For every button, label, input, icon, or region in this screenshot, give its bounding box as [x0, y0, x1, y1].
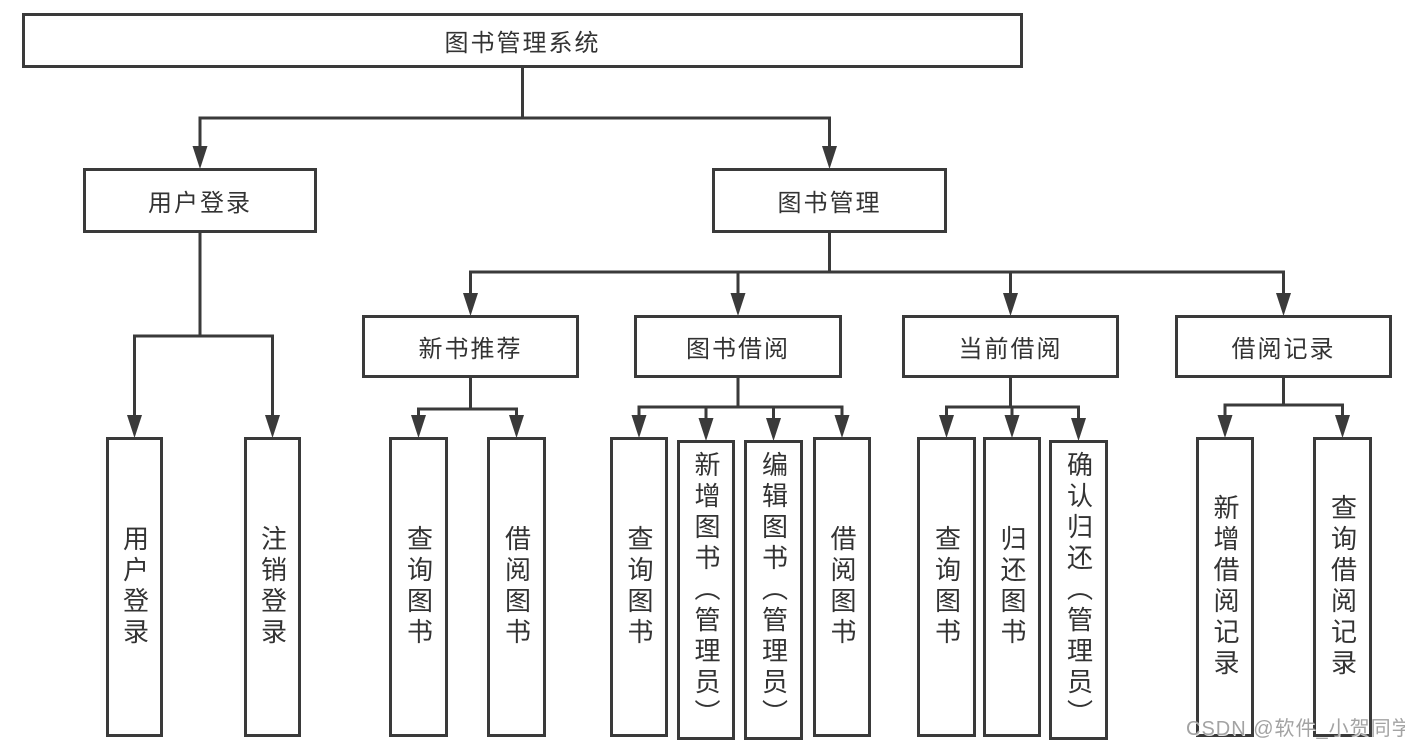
node-label: 用户登录: [119, 525, 150, 649]
node-label: 注销登录: [257, 525, 288, 649]
watermark-text: CSDN @软件_小贺同学: [1186, 718, 1405, 740]
node-label: 编辑图书（管理员）: [758, 450, 789, 730]
arrowhead-down-icon: [509, 415, 524, 438]
node-bb-query: 查询图书: [610, 437, 668, 737]
node-new-book-rec: 新书推荐: [362, 315, 579, 378]
node-borrow-record: 借阅记录: [1175, 315, 1392, 378]
node-label: 查询借阅记录: [1327, 494, 1358, 680]
arrowhead-down-icon: [1004, 415, 1020, 438]
arrowhead-down-icon: [631, 415, 647, 438]
arrowhead-down-icon: [1003, 293, 1018, 316]
arrowhead-down-icon: [1276, 293, 1291, 316]
node-logout-sub: 注销登录: [244, 437, 301, 737]
arrowhead-down-icon: [127, 415, 142, 438]
node-label: 确认归还（管理员）: [1063, 450, 1094, 730]
node-bb-edit: 编辑图书（管理员）: [744, 440, 803, 740]
node-label: 借阅图书: [501, 525, 532, 649]
arrowhead-down-icon: [192, 146, 208, 169]
node-user-login: 用户登录: [83, 168, 317, 233]
node-root: 图书管理系统: [22, 13, 1023, 68]
node-nb-borrow: 借阅图书: [487, 437, 546, 737]
node-cb-query: 查询图书: [917, 437, 976, 737]
arrowhead-down-icon: [1335, 415, 1350, 438]
node-nb-query: 查询图书: [389, 437, 448, 737]
node-label: 查询图书: [931, 525, 962, 649]
arrowhead-down-icon: [822, 146, 837, 169]
arrowhead-down-icon: [463, 293, 478, 316]
node-label: 新书推荐: [418, 336, 523, 363]
node-label: 借阅记录: [1231, 336, 1336, 363]
arrowhead-down-icon: [766, 418, 781, 441]
node-bb-add: 新增图书（管理员）: [677, 440, 735, 740]
node-current-borrow: 当前借阅: [902, 315, 1119, 378]
node-cb-confirm: 确认归还（管理员）: [1049, 440, 1108, 740]
node-login-sub: 用户登录: [106, 437, 163, 737]
node-br-add: 新增借阅记录: [1196, 437, 1254, 737]
node-bb-borrow: 借阅图书: [813, 437, 871, 737]
arrowhead-down-icon: [1071, 418, 1086, 441]
node-label: 借阅图书: [827, 525, 857, 649]
node-label: 新增图书（管理员）: [691, 450, 721, 730]
node-book-mgmt: 图书管理: [712, 168, 947, 233]
node-label: 用户登录: [148, 190, 252, 217]
arrowhead-down-icon: [411, 415, 426, 438]
arrowhead-down-icon: [698, 418, 714, 441]
arrowhead-down-icon: [1217, 415, 1233, 438]
node-label: 图书管理: [777, 190, 882, 217]
arrowhead-down-icon: [834, 415, 850, 438]
arrowhead-down-icon: [730, 293, 746, 316]
node-label: 查询图书: [403, 525, 434, 649]
node-label: 图书借阅: [686, 336, 790, 363]
node-label: 新增借阅记录: [1210, 494, 1240, 680]
arrowhead-down-icon: [265, 415, 280, 438]
node-label: 查询图书: [624, 525, 654, 649]
node-book-borrow: 图书借阅: [634, 315, 842, 378]
node-br-query: 查询借阅记录: [1313, 437, 1372, 737]
arrowhead-down-icon: [939, 415, 954, 438]
node-label: 当前借阅: [958, 336, 1063, 363]
node-label: 归还图书: [997, 525, 1027, 649]
node-label: 图书管理系统: [444, 30, 601, 57]
node-cb-return: 归还图书: [983, 437, 1041, 737]
